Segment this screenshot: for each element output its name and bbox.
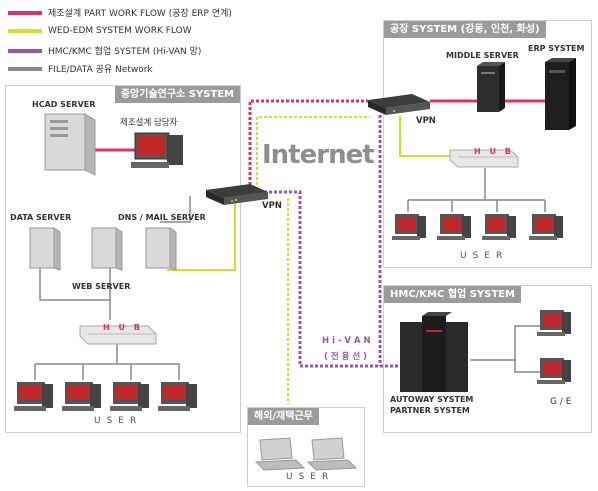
gray-line-vpn-dns [160, 196, 191, 223]
erp-system-label: ERP SYSTEM [528, 44, 585, 53]
gray-line-hmc-ge [470, 325, 540, 373]
legend-swatch [8, 29, 42, 33]
legend-label: WED-EDM SYSTEM WORK FLOW [48, 26, 192, 36]
legend-label: FILE/DATA 공유 Network [48, 65, 153, 75]
central-system-title: 중앙기술연구소 SYSTEM [114, 86, 240, 103]
legend-item-part-workflow: 제조설계 PART WORK FLOW (공장 ERP 연계) [8, 6, 232, 19]
central-user-label: USER [94, 416, 143, 426]
central-vpn-label: VPN [262, 201, 282, 211]
factory-user-label: USER [460, 251, 509, 261]
yellow-line-factory-hub [399, 116, 450, 157]
central-hub-label: H U B [103, 323, 143, 332]
factory-system-title: 공장 SYSTEM (강동, 인천, 화성) [384, 21, 546, 38]
designer-label: 제조설계 담당자 [120, 118, 178, 128]
legend-swatch [8, 10, 42, 15]
hcad-server-label: HCAD SERVER [32, 100, 96, 109]
remote-work-title: 해외/재택근무 [248, 408, 319, 425]
partner-system-label: PARTNER SYSTEM [390, 406, 470, 415]
legend-label: HMC/KMC 협업 SYSTEM (Hi-VAN 망) [48, 47, 202, 57]
autoway-system-label: AUTOWAY SYSTEM [390, 395, 474, 404]
pink-line-internet [248, 99, 368, 190]
yellow-line-dns [167, 195, 236, 271]
legend-item-file-share: FILE/DATA 공유 Network [8, 62, 153, 75]
yellow-line-internet [256, 116, 370, 190]
ge-label: G / E [550, 397, 572, 407]
legend-label: 제조설계 PART WORK FLOW (공장 ERP 연계) [48, 9, 232, 19]
gray-line-factory-drops [407, 200, 546, 212]
internet-label: Internet [262, 140, 375, 170]
factory-hub-label: H U B [474, 147, 514, 156]
data-server-label: DATA SERVER [10, 213, 72, 222]
hivan-sub-label: ( 전 용 선 ) [324, 352, 368, 362]
hivan-label: H i - V A N [322, 336, 371, 346]
middle-server-label: MIDDLE SERVER [446, 51, 519, 60]
dns-mail-server-label: DNS / MAIL SERVER [118, 213, 206, 222]
web-server-label: WEB SERVER [72, 282, 131, 291]
legend-swatch [8, 66, 42, 71]
remote-work-box: 해외/재택근무 [247, 407, 365, 487]
remote-user-label: USER [286, 472, 335, 482]
gray-line-user-drops [34, 364, 180, 380]
legend-swatch [8, 48, 42, 53]
hmc-system-title: HMC/KMC 협업 SYSTEM [384, 286, 521, 303]
gray-line-data-web [39, 262, 111, 301]
legend-item-edm-workflow: WED-EDM SYSTEM WORK FLOW [8, 26, 192, 36]
factory-vpn-label: VPN [416, 116, 436, 126]
legend-item-hmc-collab: HMC/KMC 협업 SYSTEM (Hi-VAN 망) [8, 44, 201, 57]
purple-line-hivan [264, 190, 400, 368]
